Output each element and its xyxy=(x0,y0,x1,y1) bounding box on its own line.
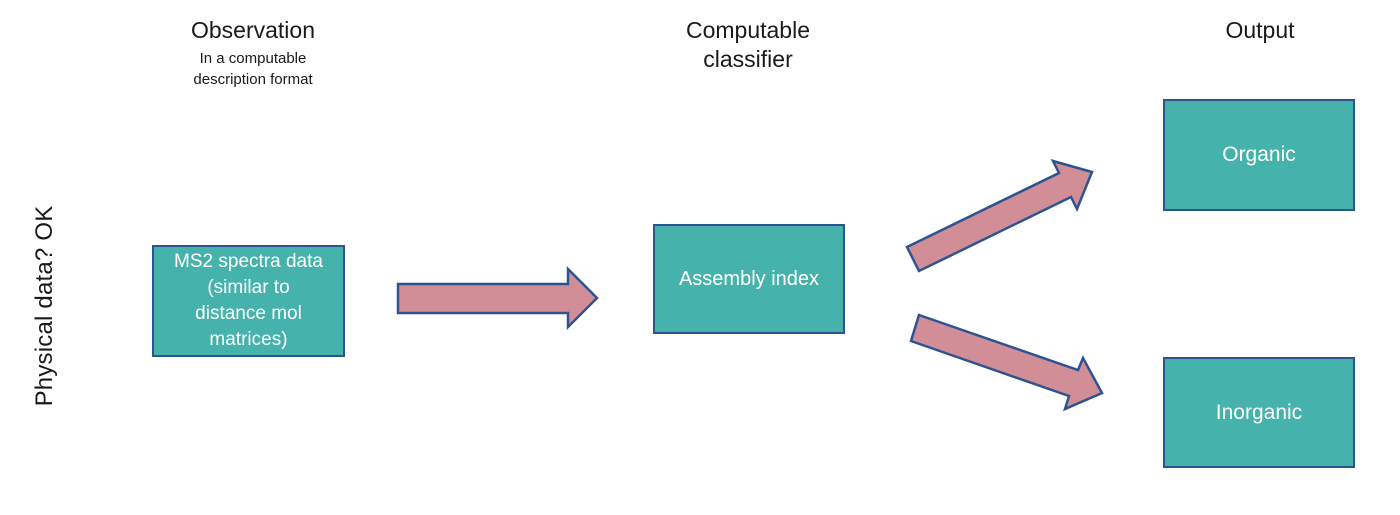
column-subtitle-observation: In a computable description format xyxy=(193,50,313,88)
column-title-observation: Observation xyxy=(190,17,315,43)
column-header-output: Output xyxy=(1150,16,1370,45)
column-title-classifier: Computable classifier xyxy=(685,17,811,72)
column-title-output: Output xyxy=(1225,17,1295,43)
node-inorganic: Inorganic xyxy=(1163,357,1355,468)
arrow-assembly-to-organic-icon xyxy=(905,159,1094,273)
column-header-classifier: Computable classifier xyxy=(638,16,858,74)
node-assembly-index: Assembly index xyxy=(653,224,845,334)
arrow-assembly-to-inorganic-icon xyxy=(909,313,1104,412)
column-header-observation: Observation In a computable description … xyxy=(143,16,363,90)
arrow-ms2-to-assembly-icon xyxy=(396,265,599,331)
node-organic: Organic xyxy=(1163,99,1355,211)
node-ms2-spectra-data: MS2 spectra data (similar to distance mo… xyxy=(152,245,345,357)
